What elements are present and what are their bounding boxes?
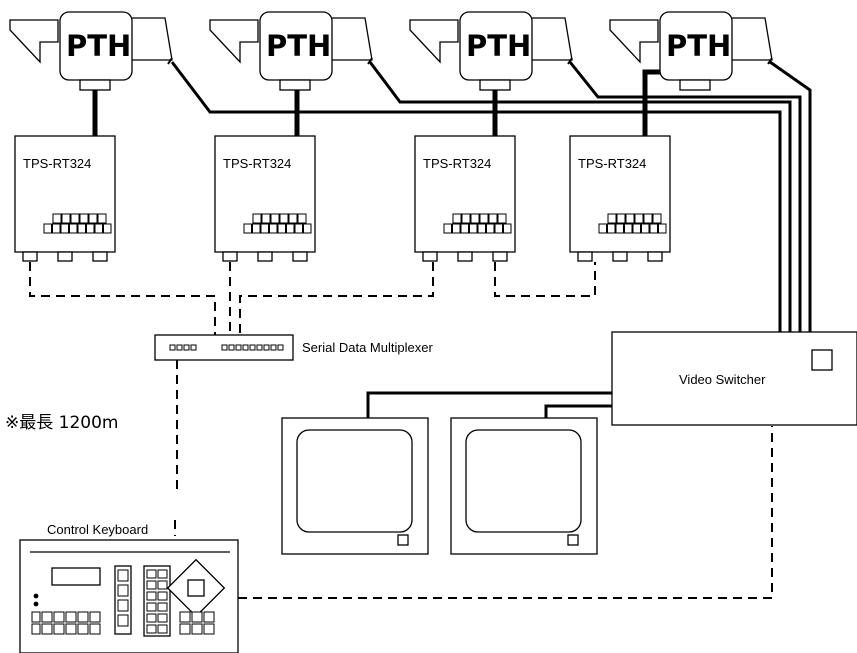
monitor-1 bbox=[281, 417, 429, 555]
receiver-keypad bbox=[43, 213, 112, 234]
receiver-3: TPS-RT324 bbox=[414, 135, 516, 262]
receiver-keypad bbox=[443, 213, 512, 234]
keyboard-display bbox=[51, 567, 101, 586]
receiver-label: TPS-RT324 bbox=[578, 156, 646, 171]
monitor-2 bbox=[450, 417, 598, 555]
camera-3: PTH bbox=[409, 11, 573, 91]
monitor-cables bbox=[366, 391, 612, 418]
receiver-keypad bbox=[598, 213, 667, 234]
switcher-indicator bbox=[811, 349, 833, 371]
receiver-2: TPS-RT324 bbox=[214, 135, 316, 262]
receiver-label: TPS-RT324 bbox=[23, 156, 91, 171]
serial-data-cables bbox=[29, 262, 773, 599]
receiver-label: TPS-RT324 bbox=[223, 156, 291, 171]
multiplexer-ports bbox=[169, 344, 284, 351]
camera-label: PTH bbox=[466, 29, 531, 63]
multiplexer-label: Serial Data Multiplexer bbox=[302, 340, 433, 355]
camera-4: PTH bbox=[609, 11, 773, 91]
receiver-1: TPS-RT324 bbox=[14, 135, 116, 262]
video-switcher: Video Switcher bbox=[611, 331, 857, 426]
camera-2: PTH bbox=[209, 11, 373, 91]
distance-note: ※最長 1200m bbox=[5, 413, 118, 433]
camera-label: PTH bbox=[266, 29, 331, 63]
keyboard-keys bbox=[31, 569, 215, 635]
serial-data-multiplexer: Serial Data Multiplexer bbox=[154, 334, 433, 361]
receiver-label: TPS-RT324 bbox=[423, 156, 491, 171]
control-cables bbox=[92, 69, 668, 136]
camera-1: PTH bbox=[9, 11, 173, 91]
receiver-4: TPS-RT324 bbox=[569, 135, 671, 262]
keyboard-label: Control Keyboard bbox=[47, 522, 148, 537]
camera-label: PTH bbox=[66, 29, 131, 63]
receiver-keypad bbox=[243, 213, 312, 234]
control-keyboard: Control Keyboard bbox=[19, 522, 239, 653]
camera-label: PTH bbox=[666, 29, 731, 63]
switcher-label: Video Switcher bbox=[679, 372, 766, 387]
